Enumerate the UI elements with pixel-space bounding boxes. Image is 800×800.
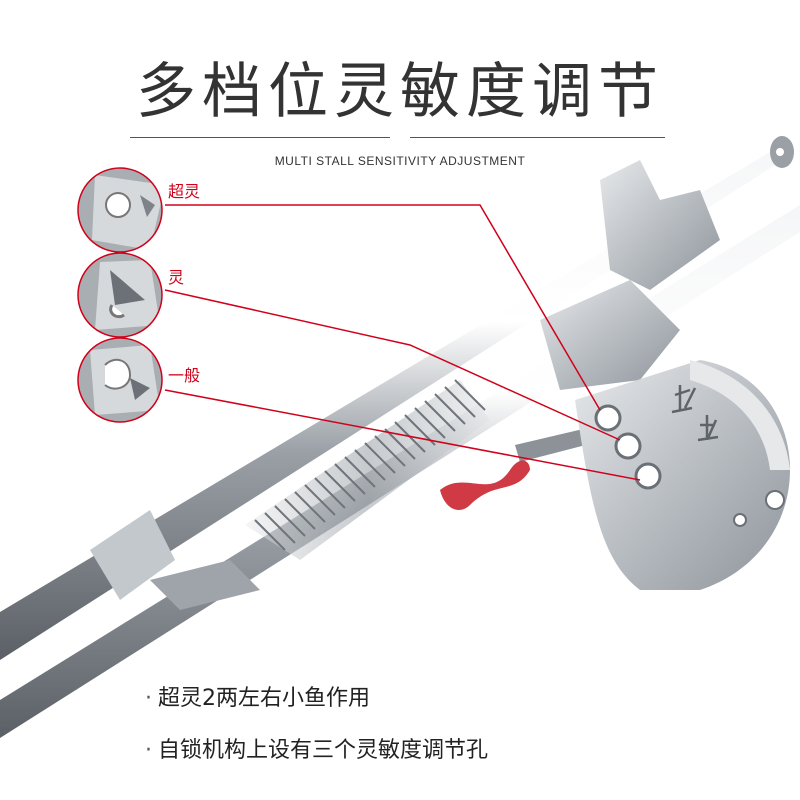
red-trigger-tab bbox=[440, 460, 530, 510]
feature-bullet-1: ·超灵2两左右小鱼作用 bbox=[145, 684, 370, 714]
leader-lines bbox=[164, 204, 641, 481]
callout-label-sensitive: 灵 bbox=[168, 268, 185, 287]
hole-sensitive bbox=[614, 432, 642, 460]
bullet-text: 自锁机构上设有三个灵敏度调节孔 bbox=[158, 738, 489, 763]
page-title: 多档位灵敏度调节 bbox=[136, 57, 664, 127]
feature-bullet-2: ·自锁机构上设有三个灵敏度调节孔 bbox=[145, 736, 488, 766]
hole-normal bbox=[634, 462, 662, 490]
page-subtitle: MULTI STALL SENSITIVITY ADJUSTMENT bbox=[274, 154, 526, 168]
title-underline-right bbox=[410, 137, 665, 138]
hole-super-sensitive bbox=[594, 404, 622, 432]
callout-inset-1 bbox=[77, 167, 163, 253]
main-rod bbox=[0, 140, 790, 660]
plate-emboss bbox=[671, 385, 719, 442]
bullet-text: 超灵2两左右小鱼作用 bbox=[158, 686, 370, 711]
title-underline-left bbox=[130, 137, 390, 138]
rod-sleeve bbox=[90, 510, 175, 600]
callout-inset-3 bbox=[77, 337, 163, 423]
callout-inset-2 bbox=[77, 252, 163, 338]
adjustment-plate bbox=[575, 360, 790, 590]
bullet-dot: · bbox=[145, 686, 152, 711]
callout-label-super-sensitive: 超灵 bbox=[168, 182, 201, 201]
clamp-bracket bbox=[600, 160, 720, 290]
bullet-dot: · bbox=[145, 738, 152, 763]
tension-spring bbox=[245, 379, 490, 560]
callout-label-normal: 一般 bbox=[168, 366, 201, 385]
